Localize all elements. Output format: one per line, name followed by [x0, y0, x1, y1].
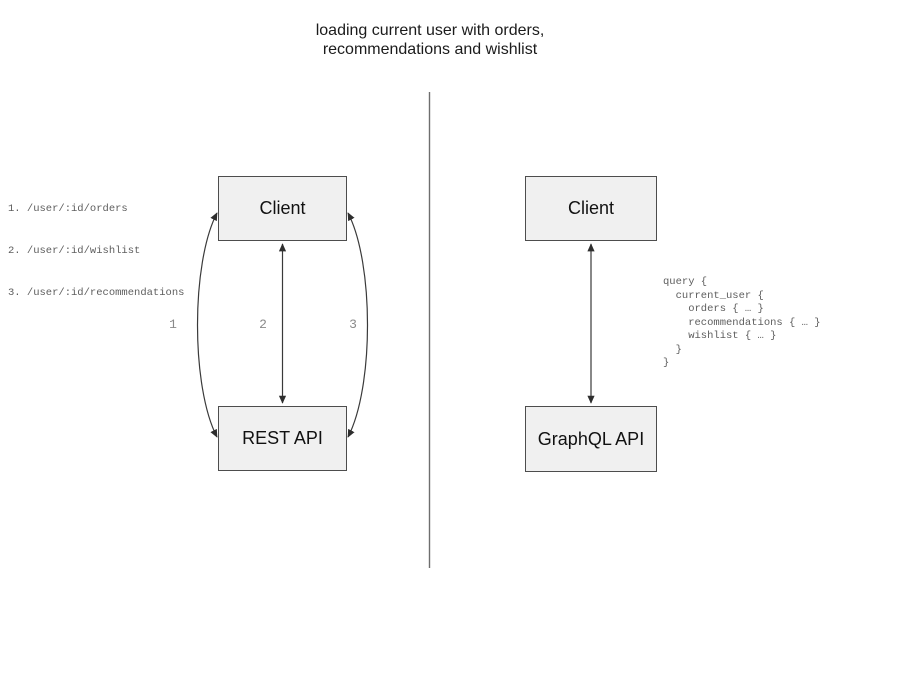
diagram-title: loading current user with orders, recomm… — [180, 21, 680, 59]
rest-api-label: REST API — [242, 428, 323, 448]
title-line-2: recommendations and wishlist — [322, 41, 538, 58]
graphql-query-snippet: query { current_user { orders { … } reco… — [663, 276, 821, 369]
endpoint-orders: 1. /user/:id/orders — [8, 203, 128, 215]
arrow-label-2: 2 — [259, 317, 267, 332]
graphql-client-node: Client — [525, 176, 657, 241]
graphql-api-label: GraphQL API — [537, 428, 645, 449]
graphql-client-label: Client — [567, 198, 615, 218]
rest-endpoints-list: 1. /user/:id/orders 2. /user/:id/wishlis… — [8, 174, 184, 328]
graphql-api-node: GraphQL API — [525, 406, 657, 472]
rest-arrow-1-curve — [196, 212, 218, 438]
rest-client-label: Client — [259, 198, 306, 218]
rest-client-node: Client — [218, 176, 347, 241]
rest-api-node: REST API — [218, 406, 347, 471]
endpoint-wishlist: 2. /user/:id/wishlist — [8, 245, 141, 257]
endpoint-recommendations: 3. /user/:id/recommendations — [8, 287, 185, 299]
title-line-1: loading current user with orders, — [315, 22, 545, 39]
arrow-label-3: 3 — [349, 317, 357, 332]
arrow-label-1: 1 — [169, 317, 177, 332]
